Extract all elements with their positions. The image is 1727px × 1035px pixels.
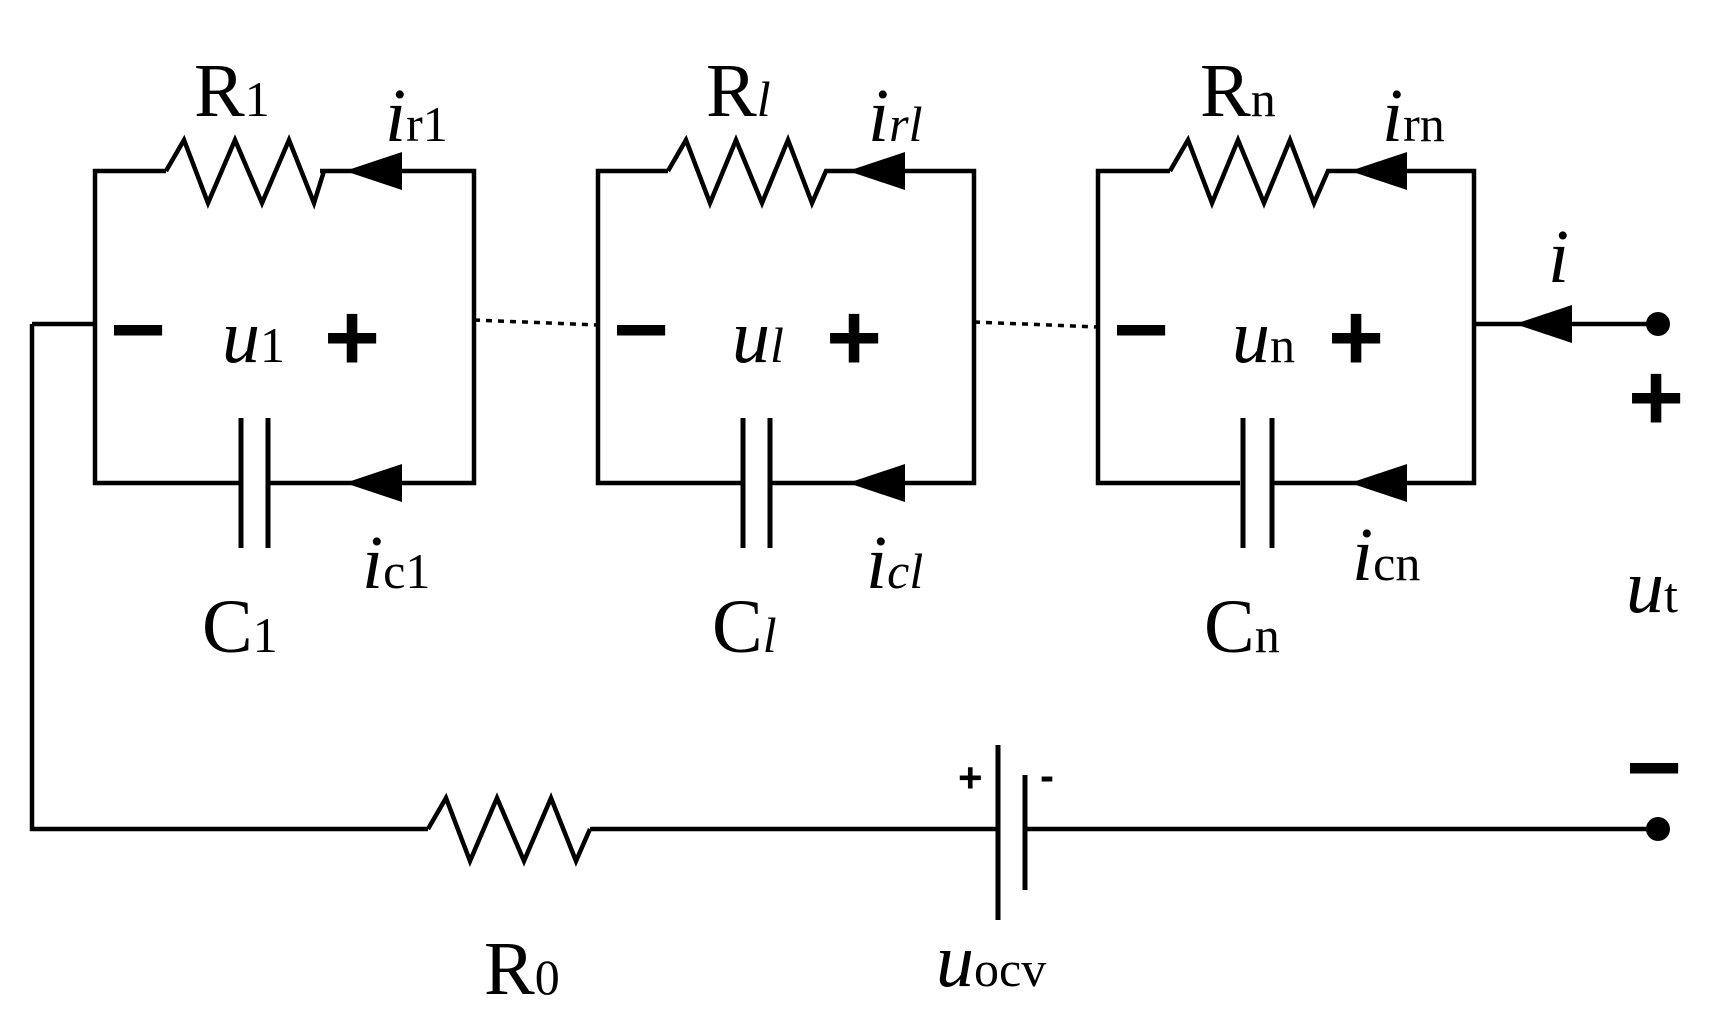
label-terminal-plus: +	[1628, 344, 1684, 451]
dotted-connector-2	[973, 320, 1099, 329]
bottom-loop-wiring	[29, 324, 1655, 832]
label-plus-n: +	[1328, 284, 1384, 391]
resistor-rl	[666, 133, 843, 210]
rc-branch-l	[595, 133, 977, 548]
dotted-connector-1	[473, 318, 599, 327]
current-arrow-ir1	[345, 152, 402, 190]
label-u1: u1	[222, 295, 285, 379]
label-minus-n: −	[1113, 276, 1169, 383]
label-irl: irl	[868, 74, 922, 158]
branch-1-wiring	[32, 168, 477, 486]
current-arrow-ic1	[345, 464, 402, 502]
terminal-positive	[1646, 312, 1670, 336]
label-c1: C1	[202, 585, 278, 669]
rc-branch-1	[32, 134, 477, 548]
current-arrow-icl	[848, 464, 905, 502]
label-cl: Cl	[712, 585, 777, 669]
current-arrow-irn	[1350, 152, 1407, 190]
resistor-rn	[1168, 133, 1343, 210]
terminal-negative	[1646, 817, 1670, 841]
label-icn: icn	[1352, 513, 1420, 597]
label-terminal-minus: −	[1626, 714, 1682, 821]
label-ut: ut	[1626, 545, 1678, 629]
label-ul: ul	[732, 295, 784, 379]
current-arrow-irl	[848, 152, 905, 190]
label-ir1: ir1	[385, 74, 448, 158]
label-uocv: uocv	[936, 919, 1046, 1003]
label-ocv-minus: -	[1040, 752, 1054, 799]
label-un: un	[1232, 295, 1295, 379]
label-ic1: ic1	[362, 521, 430, 605]
label-minus-1: −	[110, 276, 166, 383]
label-icl: icl	[866, 521, 923, 605]
label-cn: Cn	[1204, 585, 1280, 669]
label-plus-l: +	[826, 284, 882, 391]
label-plus-1: +	[324, 284, 380, 391]
label-rn: Rn	[1200, 49, 1276, 133]
label-irn: irn	[1382, 74, 1445, 158]
resistor-r1	[164, 134, 327, 210]
label-r1: R1	[194, 49, 270, 133]
current-arrow-icn	[1350, 464, 1407, 502]
label-r0: R0	[484, 927, 560, 1011]
label-minus-l: −	[613, 276, 669, 383]
resistor-r0	[426, 792, 593, 867]
label-i: i	[1548, 215, 1569, 299]
label-rl: Rl	[706, 49, 771, 133]
current-arrow-i	[1515, 305, 1572, 343]
label-ocv-plus: +	[958, 754, 983, 801]
